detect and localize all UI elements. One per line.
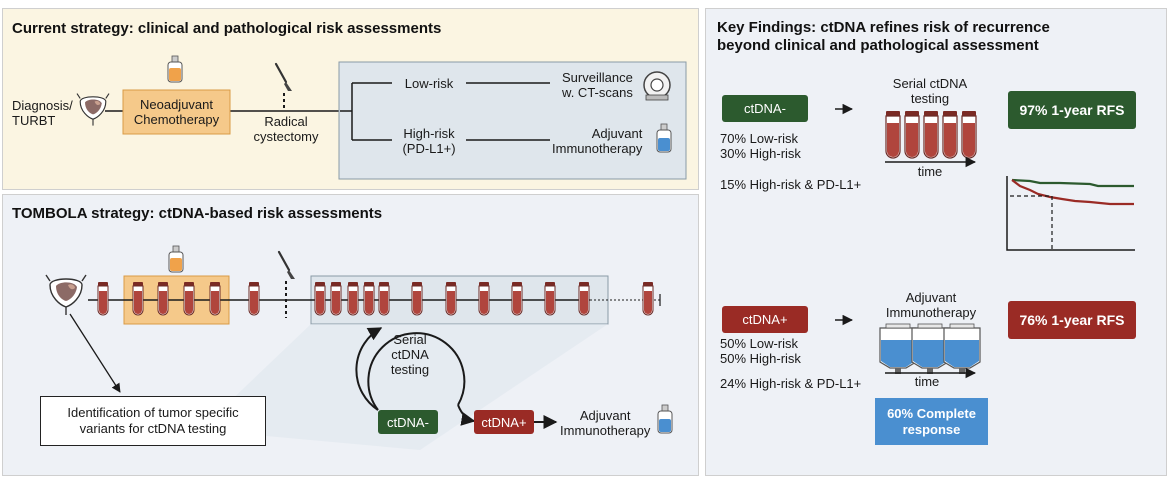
- serial-ctdna-label: Serial ctDNA testing: [892, 76, 968, 106]
- serial-ctdna-label: Serial ctDNA testing: [390, 332, 430, 377]
- adjuvant-immunotherapy-label: Adjuvant Immunotherapy: [885, 290, 977, 320]
- neoadjuvant-label: Neoadjuvant Chemotherapy: [133, 97, 220, 127]
- ctdna-positive-pdl1-stat: 24% High-risk & PD-L1+: [720, 376, 862, 391]
- ctdna-positive-rfs: 76% 1-year RFS: [1008, 301, 1136, 339]
- ctdna-negative-badge: ctDNA-: [722, 95, 808, 122]
- adjuvant-immunotherapy-label: Adjuvant Immunotherapy: [560, 408, 651, 438]
- variant-identification-box: Identification of tumor specific variant…: [40, 396, 266, 446]
- current-strategy-title: Current strategy: clinical and pathologi…: [12, 20, 442, 37]
- time-axis-label: time: [914, 374, 940, 389]
- key-findings-title: Key Findings: ctDNA refines risk of recu…: [717, 19, 1050, 54]
- ctdna-positive-stats: 50% Low-risk 50% High-risk: [720, 336, 801, 366]
- tombola-strategy-title: TOMBOLA strategy: ctDNA-based risk asses…: [12, 205, 383, 222]
- ctdna-negative-stats: 70% Low-risk 30% High-risk: [720, 131, 801, 161]
- radical-cystectomy-label: Radical cystectomy: [253, 114, 319, 144]
- surveillance-label: Surveillance w. CT-scans: [562, 70, 633, 100]
- adjuvant-immunotherapy-label: Adjuvant Immunotherapy: [552, 126, 643, 156]
- diagnosis-label: Diagnosis/ TURBT: [12, 98, 73, 128]
- complete-response-box: 60% Complete response: [875, 398, 988, 445]
- ctdna-negative-pdl1-stat: 15% High-risk & PD-L1+: [720, 177, 862, 192]
- ctdna-negative-badge: ctDNA-: [378, 410, 438, 434]
- ctdna-positive-badge: ctDNA+: [722, 306, 808, 333]
- ctdna-negative-rfs: 97% 1-year RFS: [1008, 91, 1136, 129]
- time-axis-label: time: [917, 164, 943, 179]
- high-risk-label: High-risk (PD-L1+): [402, 126, 456, 156]
- ctdna-positive-badge: ctDNA+: [474, 410, 534, 434]
- low-risk-label: Low-risk: [404, 76, 454, 91]
